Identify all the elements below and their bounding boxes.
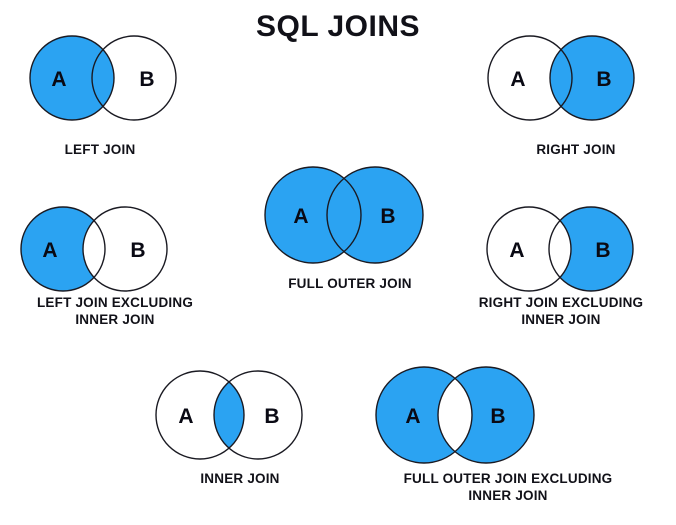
circle-b-outline: [326, 166, 424, 264]
circle-a-letter: A: [42, 239, 57, 262]
venn-diagram-left-join-excluding-inner-join: A B: [18, 193, 170, 305]
circle-a-fill-excluding-overlap: [21, 207, 105, 291]
intersection-fill: [214, 371, 244, 459]
circle-a-letter: A: [510, 68, 525, 91]
circle-b-fill: [550, 36, 634, 120]
circle-a-outline: [375, 366, 473, 464]
venn-diagram-right-join: A B: [485, 22, 637, 134]
circle-a-fill: [30, 36, 114, 120]
page-title: SQL JOINS: [256, 10, 420, 43]
circle-a-outline: [486, 206, 572, 292]
venn-label-full-outer-join-excluding-inner-join: FULL OUTER JOIN EXCLUDING INNER JOIN: [403, 471, 613, 503]
circle-b-outline: [82, 206, 168, 292]
circle-b-outline: [437, 366, 535, 464]
venn-label-left-join-excluding-inner-join: LEFT JOIN EXCLUDING INNER JOIN: [36, 295, 194, 327]
circle-a-outline: [29, 35, 115, 121]
circle-b-letter: B: [380, 205, 395, 228]
circle-b-outline: [548, 206, 634, 292]
circle-a-letter: A: [509, 239, 524, 262]
venn-diagram-full-outer-join-excluding-inner-join: A B: [375, 363, 535, 467]
circle-b-letter: B: [596, 68, 611, 91]
venn-label-inner-join: INNER JOIN: [200, 471, 280, 486]
circle-a-letter: A: [51, 68, 66, 91]
venn-label-right-join: RIGHT JOIN: [536, 142, 616, 157]
circle-b-fill-excluding-overlap: [549, 207, 633, 291]
venn-diagram-right-join-excluding-inner-join: A B: [484, 193, 636, 305]
circle-b-outline: [91, 35, 177, 121]
circle-b-fill-excluding-overlap: [438, 367, 534, 463]
circle-a-outline: [487, 35, 573, 121]
circle-b-outline: [549, 35, 635, 121]
venn-label-full-outer-join: FULL OUTER JOIN: [288, 276, 412, 291]
venn-diagram-inner-join: A B: [155, 363, 305, 467]
circle-b-letter: B: [264, 405, 279, 428]
circle-b-letter: B: [130, 239, 145, 262]
circle-a-outline: [155, 370, 245, 460]
circle-b-letter: B: [490, 405, 505, 428]
circle-a-letter: A: [178, 405, 193, 428]
circle-b-letter: B: [595, 239, 610, 262]
circle-a-letter: A: [405, 405, 420, 428]
circle-a-outline: [20, 206, 106, 292]
circle-a-outline: [264, 166, 362, 264]
venn-label-right-join-excluding-inner-join: RIGHT JOIN EXCLUDING INNER JOIN: [478, 295, 644, 327]
venn-diagram-left-join: A B: [27, 22, 179, 134]
circle-b-fill: [327, 167, 423, 263]
circle-b-outline: [213, 370, 303, 460]
circle-b-letter: B: [139, 68, 154, 91]
venn-label-left-join: LEFT JOIN: [64, 142, 136, 157]
venn-diagram-full-outer-join: A B: [264, 163, 424, 267]
circle-a-letter: A: [293, 205, 308, 228]
